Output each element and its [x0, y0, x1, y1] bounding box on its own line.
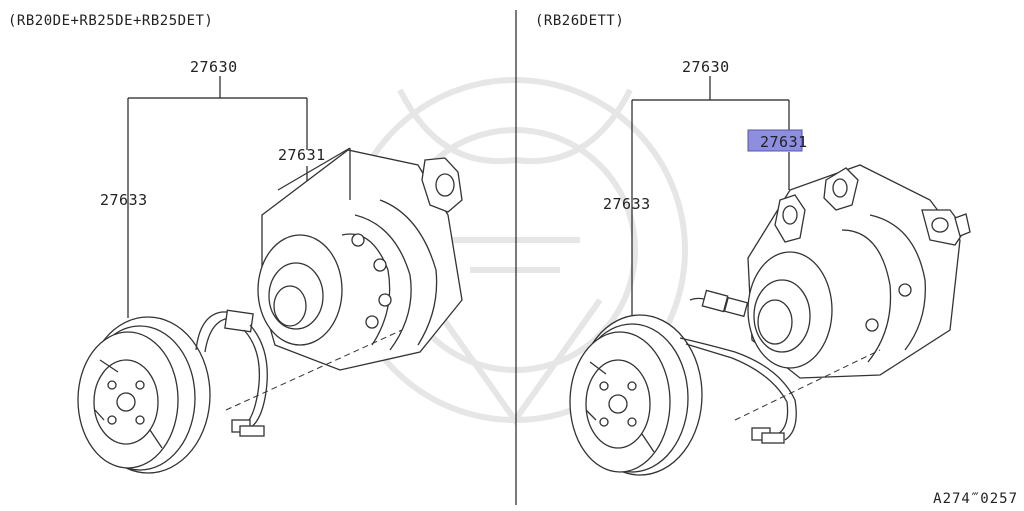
left-clutch-drawing [77, 316, 211, 474]
right-label-27631[interactable]: 27631 [760, 133, 808, 151]
right-panel: (RB26DETT) 27630 27631 27633 [535, 13, 971, 476]
right-wiring-drawing [679, 289, 881, 444]
right-panel-header: (RB26DETT) [535, 13, 624, 29]
left-leader-27630 [127, 76, 308, 318]
right-compressor-drawing [747, 164, 971, 379]
right-label-27633[interactable]: 27633 [603, 195, 651, 213]
left-compressor-drawing [257, 147, 463, 371]
left-label-27633[interactable]: 27633 [100, 191, 148, 209]
left-panel: (RB20DE+RB25DE+RB25DET) 27630 27631 2763… [8, 13, 463, 474]
diagram-reference-code: A274‴0257 [933, 491, 1018, 507]
left-label-27631[interactable]: 27631 [278, 146, 326, 164]
right-label-27630[interactable]: 27630 [682, 58, 730, 76]
left-label-27630[interactable]: 27630 [190, 58, 238, 76]
watermark-emblem [342, 77, 688, 426]
highlight-box-27631 [747, 129, 803, 152]
right-clutch-drawing [569, 314, 703, 476]
left-wiring-drawing [195, 309, 403, 437]
left-panel-header: (RB20DE+RB25DE+RB25DET) [8, 13, 213, 29]
right-leader-27630 [631, 76, 790, 318]
